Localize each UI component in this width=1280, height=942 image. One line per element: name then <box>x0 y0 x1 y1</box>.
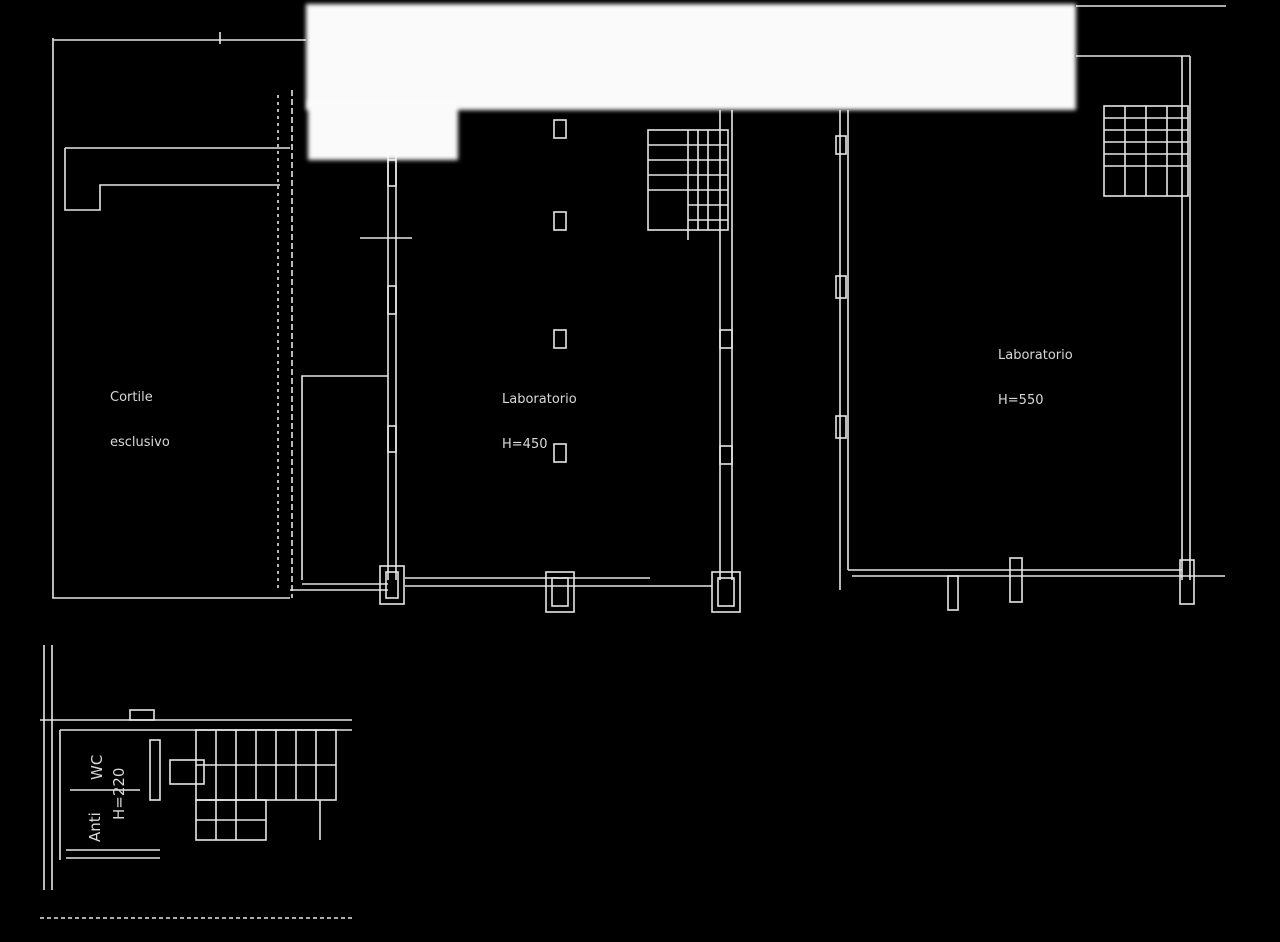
central-lab-label: Laboratorio H=450 <box>502 362 577 467</box>
wc-height-label: H=220 <box>110 767 128 820</box>
redacted-header-tab <box>308 100 458 160</box>
right-lab-label-line1: Laboratorio <box>998 348 1073 363</box>
courtyard-label: Cortile esclusivo <box>110 360 170 465</box>
anti-label: Anti <box>86 812 104 842</box>
central-stair <box>647 129 729 240</box>
right-lab-label: Laboratorio H=550 <box>998 318 1073 423</box>
right-lab-walls <box>835 5 1226 611</box>
central-lab-label-line1: Laboratorio <box>502 392 577 407</box>
redacted-header <box>306 4 1076 110</box>
courtyard-label-line2: esclusivo <box>110 435 170 450</box>
wc-label: WC <box>88 754 106 780</box>
central-lab-label-line2: H=450 <box>502 437 548 452</box>
courtyard-label-line1: Cortile <box>110 390 153 405</box>
wc-detail-plan <box>40 645 352 919</box>
central-lab-walls <box>290 110 741 613</box>
courtyard-outline <box>52 32 306 599</box>
right-lab-label-line2: H=550 <box>998 393 1044 408</box>
